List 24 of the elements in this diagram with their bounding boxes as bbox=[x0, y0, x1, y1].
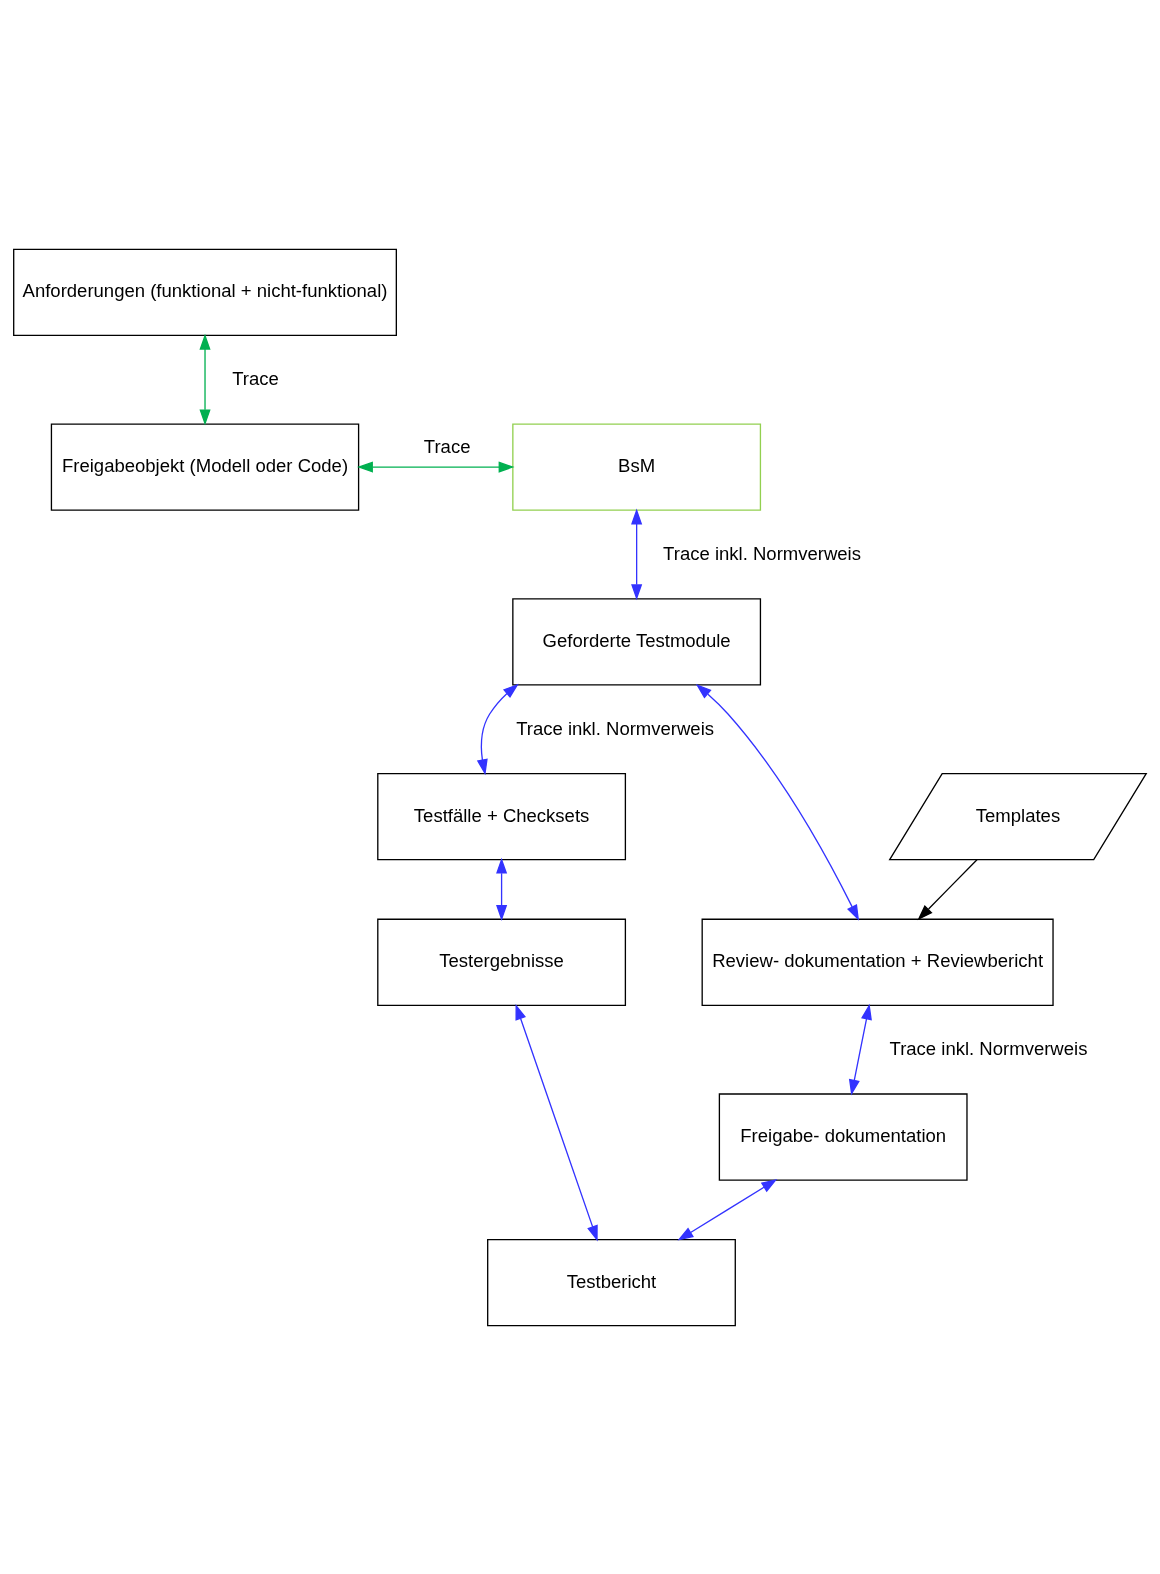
node-box: Testbericht bbox=[487, 1238, 736, 1326]
arrow bbox=[917, 858, 978, 920]
arrow bbox=[515, 1003, 598, 1241]
arrow bbox=[357, 461, 515, 473]
node-box: Freigabeobjekt (Modell oder Code) bbox=[50, 422, 360, 511]
edge-label: Trace bbox=[423, 435, 471, 457]
node-box: Review- dokumentation + Reviewbericht bbox=[701, 918, 1054, 1006]
node-box: BsM bbox=[512, 422, 762, 511]
edge-label: Trace inkl. Normverweis bbox=[663, 542, 862, 564]
arrow bbox=[695, 683, 860, 921]
arrow bbox=[677, 1178, 778, 1241]
node-box: Testergebnisse bbox=[377, 918, 627, 1006]
arrow bbox=[476, 683, 519, 775]
node-box: Freigabe- dokumentation bbox=[718, 1092, 968, 1181]
arrow bbox=[199, 333, 211, 425]
node-box: Geforderte Testmodule bbox=[512, 597, 762, 686]
node-box: Anforderungen (funktional + nicht-funktional) bbox=[13, 248, 397, 336]
arrow bbox=[848, 1003, 872, 1095]
edge-label: Trace inkl. Normverweis bbox=[516, 717, 715, 739]
edge-label: Trace bbox=[232, 367, 279, 389]
arrow bbox=[496, 857, 508, 921]
arrow bbox=[631, 508, 643, 600]
node-box: Testfälle + Checksets bbox=[377, 772, 627, 860]
edge-label: Trace inkl. Normverweis bbox=[889, 1037, 1088, 1059]
